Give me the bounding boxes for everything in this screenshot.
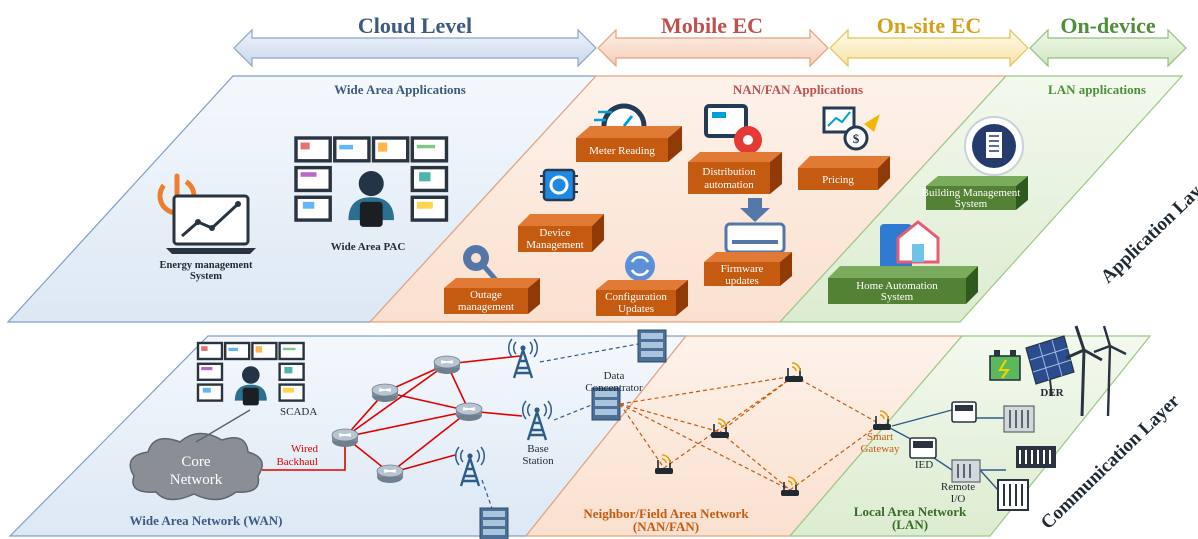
router-icon [376,464,404,484]
transformer-icon [997,479,1029,511]
meter-reading-box: Meter Reading [576,103,682,162]
application-layer-label: Application Layer [1097,169,1198,288]
data-concentrator-icon [637,329,667,363]
base-station-line1: Base [527,443,549,455]
data-concentrator-line2: Concentrator [585,382,643,394]
building-management-box: Building Management System [922,116,1028,210]
remote-io-icon [951,459,981,483]
onsite-ec-title: On-site EC [877,13,982,38]
outage-management-line1: Outage [470,289,502,301]
device-management-line2: Management [526,239,583,251]
remote-io-line1: Remote [941,481,975,493]
outage-management-line2: management [458,301,514,313]
remote-io-line2: I/O [951,493,966,505]
home-automation-line2: System [881,291,914,303]
firmware-updates-line1: Firmware [721,263,764,275]
distribution-automation-box: Distribution automation [688,104,782,194]
breaker-panel-icon [1003,405,1035,433]
smart-gateway-line2: Gateway [860,443,900,455]
wind-turbine-icon [1065,325,1127,417]
base-station-line2: Station [522,455,554,467]
core-network-line1: Core [181,454,211,470]
solar-panel-icon [1025,335,1075,397]
firmware-updates-box: Firmware updates [704,198,792,287]
distribution-automation-line2: automation [704,179,754,191]
battery-icon [989,350,1021,381]
meter-reading-label: Meter Reading [589,145,655,157]
smart-gateway-line1: Smart [867,431,893,443]
building-management-line1: Building Management [922,187,1021,199]
level-arrows: Cloud Level Mobile EC On-site EC On-devi… [233,13,1187,68]
configuration-updates-line1: Configuration [605,291,667,303]
device-management-line1: Device [539,227,570,239]
wan-label: Wide Area Network (WAN) [130,513,283,528]
wide-area-apps-title: Wide Area Applications [334,82,466,97]
pricing-box: $ Pricing [798,106,890,190]
svg-text:$: $ [853,131,860,146]
lan-apps-title: LAN applications [1048,82,1146,97]
ems-label-line2: System [190,271,222,282]
building-management-line2: System [955,198,988,210]
core-network-cloud [129,432,263,501]
firmware-updates-line2: updates [725,275,759,287]
wired-backhaul-line2: Backhaul [276,456,318,468]
nan-fan-label-line2: (NAN/FAN) [633,519,699,534]
outage-management-box: Outage management [444,245,540,314]
wide-area-pac-label: Wide Area PAC [331,241,406,253]
der-label: DER [1040,387,1064,399]
on-device-arrow [1029,28,1187,68]
configuration-updates-line2: Updates [618,303,654,315]
core-network-line2: Network [170,472,223,488]
meter-icon [951,401,977,423]
ems-label-line1: Energy management [159,260,253,271]
home-automation-box: Home Automation System [828,220,978,304]
wired-backhaul-line1: Wired [291,443,319,455]
nan-fan-label-line1: Neighbor/Field Area Network [583,506,749,521]
device-management-box: Device Management [518,168,604,252]
router-icon [433,355,461,375]
router-icon [455,402,483,422]
lan-label-line2: (LAN) [892,517,928,532]
configuration-updates-box: Configuration Updates [596,251,688,316]
lan-label-line1: Local Area Network [854,504,967,519]
distribution-automation-line1: Distribution [702,166,756,178]
home-automation-line1: Home Automation [856,280,938,292]
ied-label: IED [915,459,933,471]
mobile-ec-arrow [597,28,829,68]
lan-plane [788,335,1152,537]
onsite-ec-arrow [829,28,1029,68]
lan-links [889,409,1006,491]
relay-icon [1016,446,1056,468]
cloud-level-arrow [233,28,597,68]
ied-icon [909,437,937,459]
mobile-ec-title: Mobile EC [661,13,763,38]
cloud-level-title: Cloud Level [358,13,472,38]
router-icon [331,428,359,448]
data-concentrator-icon [479,507,509,539]
nan-mesh-links [619,375,881,491]
on-device-title: On-device [1060,13,1156,38]
pricing-label: Pricing [822,174,854,186]
nan-fan-apps-title: NAN/FAN Applications [733,82,863,97]
data-concentrator-line1: Data [604,370,625,382]
scada-core-link [195,409,251,443]
scada-label: SCADA [280,406,317,418]
router-icon [371,383,399,403]
communication-layer: SCADA Core Network Wired Backhaul [8,325,1184,539]
energy-management-icon [157,173,256,254]
application-layer: Wide Area Applications NAN/FAN Applicati… [6,75,1198,323]
